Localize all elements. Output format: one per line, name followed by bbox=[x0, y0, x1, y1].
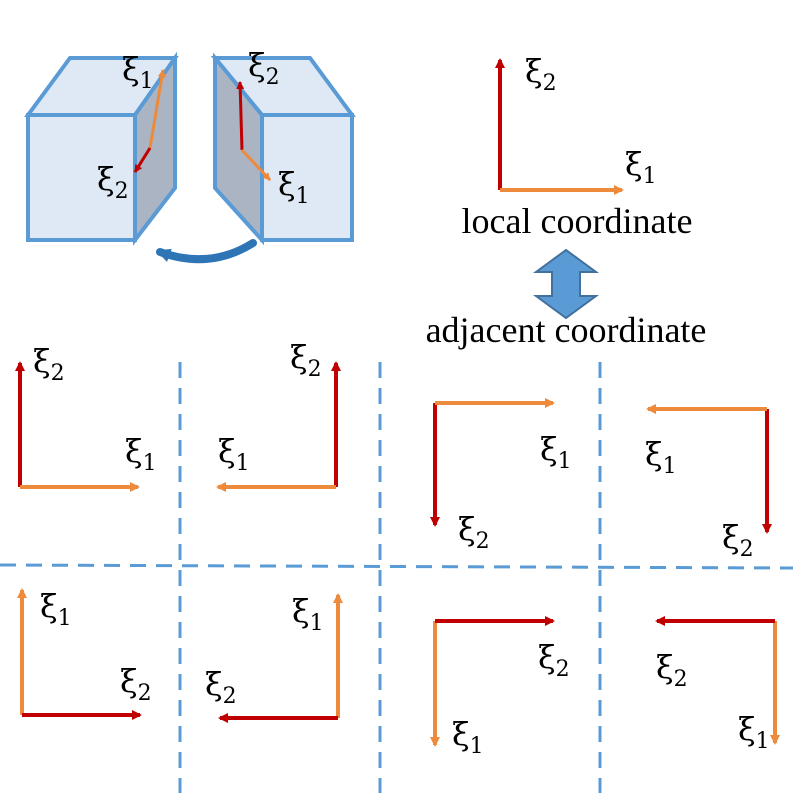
adjacent-coordinate-caption: adjacent coordinate bbox=[426, 310, 707, 350]
cube-left-xi1-arrow bbox=[148, 69, 166, 149]
svg-text:ξ1: ξ1 bbox=[292, 592, 324, 636]
double-arrow-icon bbox=[532, 248, 600, 320]
svg-text:ξ2: ξ2 bbox=[120, 662, 152, 706]
cube-left-xi2-label: ξ2 bbox=[97, 160, 129, 204]
svg-text:ξ1: ξ1 bbox=[218, 432, 250, 476]
local-coordinate-caption: local coordinate bbox=[462, 201, 693, 241]
svg-text:ξ1: ξ1 bbox=[40, 587, 72, 631]
svg-text:ξ1: ξ1 bbox=[738, 710, 770, 754]
cube-right-xi2-label: ξ2 bbox=[248, 46, 280, 90]
svg-text:ξ2: ξ2 bbox=[290, 338, 322, 382]
cube-left-xi1-label: ξ1 bbox=[122, 50, 154, 94]
svg-text:ξ1: ξ1 bbox=[125, 432, 157, 476]
row2-cell4: ξ2 ξ1 bbox=[655, 616, 780, 754]
svg-text:ξ2: ξ2 bbox=[656, 648, 688, 692]
svg-text:ξ1: ξ1 bbox=[540, 430, 572, 474]
svg-text:ξ2: ξ2 bbox=[33, 342, 65, 386]
local-xi2-label: ξ2 bbox=[525, 52, 557, 96]
row1-cell2: ξ2 ξ1 bbox=[216, 338, 341, 492]
svg-text:ξ2: ξ2 bbox=[205, 665, 237, 709]
svg-text:ξ1: ξ1 bbox=[452, 715, 484, 759]
right-cube-icon bbox=[210, 52, 356, 246]
left-cube-icon bbox=[24, 51, 179, 246]
rotation-arrow-icon bbox=[156, 239, 257, 264]
cube-right-xi2-arrow bbox=[236, 81, 245, 151]
cube-right-xi1-label: ξ1 bbox=[278, 165, 310, 209]
row2-cell1: ξ1 ξ2 bbox=[17, 587, 152, 720]
row1-cell4: ξ1 ξ2 bbox=[645, 404, 772, 562]
svg-text:ξ1: ξ1 bbox=[645, 435, 677, 479]
cube-right-xi1-arrow bbox=[240, 148, 272, 182]
svg-text:ξ2: ξ2 bbox=[538, 638, 570, 682]
row1-cell3: ξ1 ξ2 bbox=[430, 398, 572, 554]
row1-cell1: ξ2 ξ1 bbox=[15, 342, 157, 492]
grid-dashed-lines bbox=[0, 362, 793, 793]
row2-cell2: ξ1 ξ2 bbox=[205, 592, 343, 723]
cube-left-xi2-arrow bbox=[133, 147, 152, 173]
svg-text:ξ2: ξ2 bbox=[458, 510, 490, 554]
local-xi1-label: ξ1 bbox=[625, 145, 657, 189]
svg-text:ξ2: ξ2 bbox=[722, 518, 754, 562]
row2-cell3: ξ2 ξ1 bbox=[430, 616, 570, 759]
